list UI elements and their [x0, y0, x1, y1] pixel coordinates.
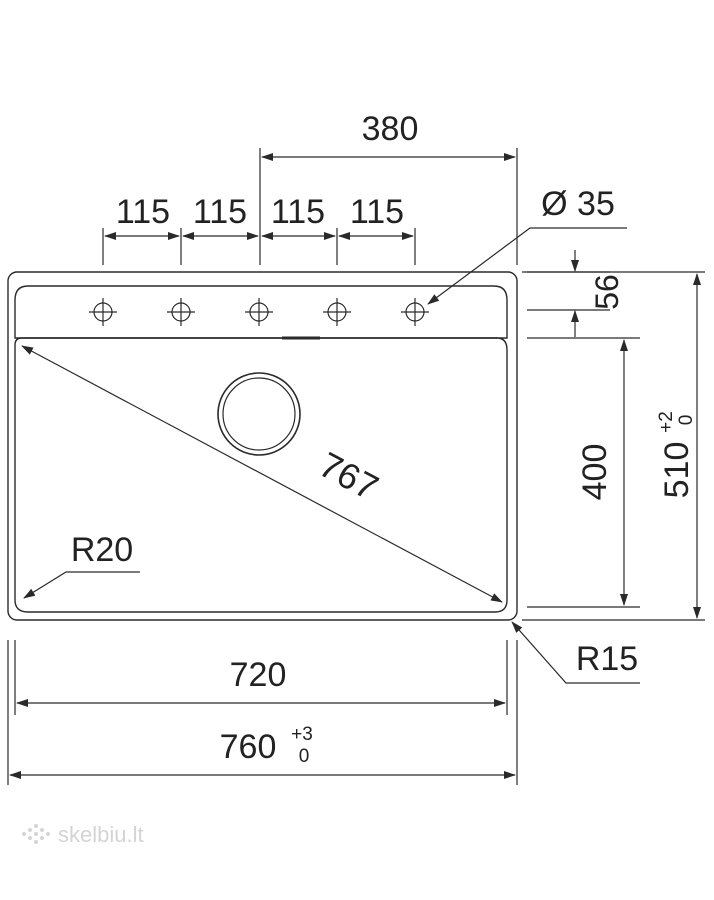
- dim-label-115: 115: [193, 193, 247, 231]
- dim-tol-760-lower: 0: [299, 746, 310, 767]
- dim-label-510: 510: [658, 442, 696, 499]
- r20-leader: [23, 571, 140, 599]
- tap-holes: [89, 298, 429, 326]
- dim-tol-760-upper: +3: [291, 724, 313, 745]
- dim-label-56: 56: [589, 274, 625, 310]
- drain: [217, 372, 301, 456]
- dim-tol-510-upper: +2: [656, 411, 677, 433]
- tap-hole: [167, 298, 195, 326]
- dim-line-767: [21, 345, 503, 603]
- tap-hole: [323, 298, 351, 326]
- tap-deck-rim: [14, 285, 508, 339]
- dim-label-r20: R20: [71, 531, 133, 569]
- diameter-leader: [427, 227, 627, 305]
- dim-label-400: 400: [576, 444, 614, 501]
- sink-outer-outline: [7, 271, 518, 621]
- dim-label-115: 115: [116, 193, 170, 231]
- dim-label-380: 380: [362, 110, 419, 148]
- dim-label-510-group: 510 +2 0: [656, 411, 697, 498]
- dim-label-767: 767: [313, 444, 385, 508]
- snowflake-dots-icon: [22, 824, 50, 844]
- watermark: skelbiu.lt: [22, 822, 144, 847]
- dim-label-720: 720: [230, 656, 287, 694]
- tap-hole: [245, 298, 273, 326]
- dim-label-115: 115: [350, 193, 404, 231]
- tap-hole: [401, 298, 429, 326]
- tap-hole: [89, 298, 117, 326]
- dim-label-r15: R15: [576, 640, 638, 678]
- watermark-text: skelbiu.lt: [58, 822, 144, 847]
- dim-tol-510-lower: 0: [676, 415, 697, 426]
- dim-label-760: 760: [220, 728, 277, 766]
- bowl-outline: [14, 337, 508, 613]
- r15-leader: [511, 621, 640, 684]
- dim-label-diameter: Ø 35: [541, 185, 615, 223]
- dim-label-115: 115: [271, 193, 325, 231]
